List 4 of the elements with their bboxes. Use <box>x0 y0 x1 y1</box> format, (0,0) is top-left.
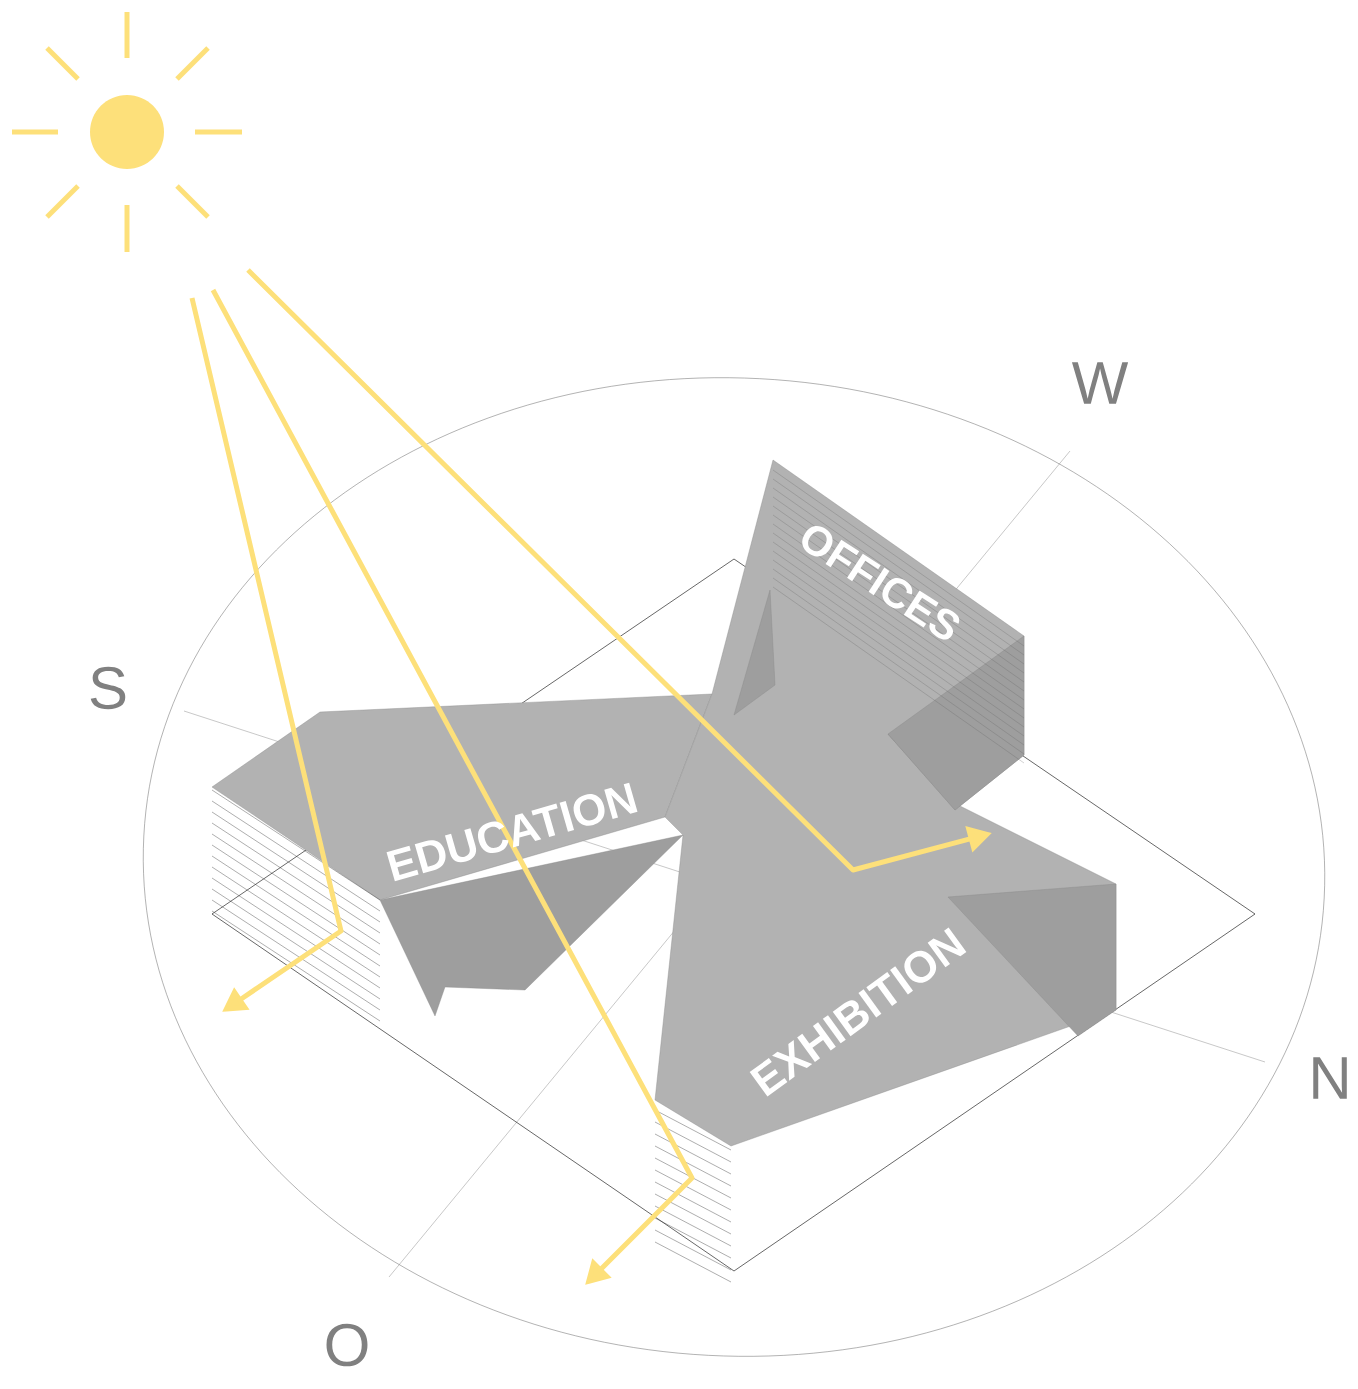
compass-letter: W <box>1071 362 1129 404</box>
compass-letter: N <box>1313 1057 1347 1099</box>
compass-letter: S <box>90 666 126 710</box>
compass-letter: O <box>326 1323 368 1367</box>
